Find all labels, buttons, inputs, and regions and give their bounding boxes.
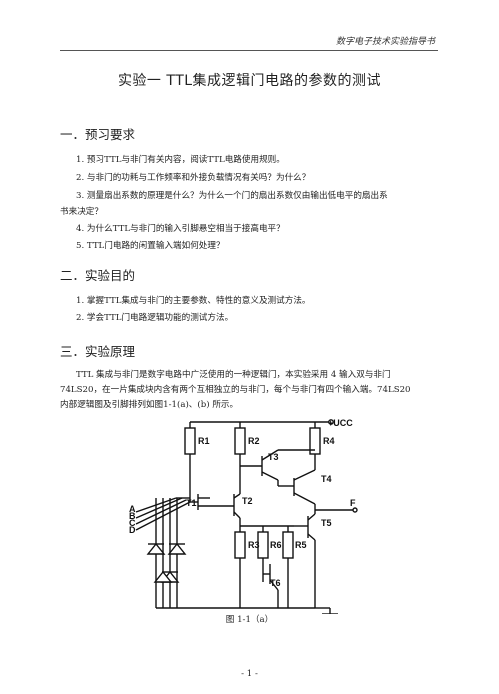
label-r3: R3 bbox=[248, 540, 260, 550]
header-rule bbox=[60, 50, 438, 51]
label-t6: T6 bbox=[270, 578, 281, 588]
label-t5: T5 bbox=[321, 518, 332, 528]
body-paragraph: TTL 集成与非门是数字电路中广泛使用的一种逻辑门，本实验采用 4 输入双与非门… bbox=[60, 368, 440, 413]
label-t4: T4 bbox=[321, 474, 332, 484]
label-r6: R6 bbox=[270, 540, 282, 550]
label-r4: R4 bbox=[323, 436, 335, 446]
section-heading-preview: 一．预习要求 bbox=[60, 127, 136, 142]
label-vcc: +UCC bbox=[328, 418, 353, 428]
label-t1: T1 bbox=[186, 498, 197, 508]
list-item: 2. 学会TTL门电路逻辑功能的测试方法。 bbox=[76, 313, 234, 323]
list-item: 1. 掌握TTL集成与非门的主要参数、特性的意义及测试方法。 bbox=[76, 296, 311, 306]
list-item: 书来决定？ bbox=[60, 207, 103, 217]
label-b: B bbox=[129, 511, 136, 521]
label-c: C bbox=[129, 518, 136, 528]
figure-caption: 图 1-1（a） bbox=[225, 615, 274, 625]
list-item: 3. 测量扇出系数的原理是什么？为什么一个门的扇出系数仅由输出低电平的扇出系 bbox=[76, 191, 388, 201]
label-f: F bbox=[350, 498, 356, 508]
page-title: 实验一 TTL集成逻辑门电路的参数的测试 bbox=[117, 73, 382, 89]
page-number: - 1 - bbox=[241, 669, 258, 679]
paragraph-line: 74LS20，在一片集成块内含有两个互相独立的与非门，每个与非门有四个输入端。7… bbox=[60, 385, 411, 395]
label-r2: R2 bbox=[248, 436, 260, 446]
list-item: 1. 预习TTL与非门有关内容，阅读TTL电路使用规则。 bbox=[76, 155, 285, 165]
ttl-nand-circuit-diagram: R1 R2 R4 +UCC T3 T4 T1 T2 F T5 A B C D R… bbox=[129, 418, 358, 614]
paragraph-line: 内部逻辑图及引脚排列如图1-1(a)、(b) 所示。 bbox=[60, 400, 239, 410]
list-item: 4. 为什么TTL与非门的输入引脚悬空相当于接高电平？ bbox=[76, 224, 285, 234]
label-t3: T3 bbox=[268, 452, 279, 462]
section-heading-principle: 三．实验原理 bbox=[60, 344, 136, 359]
label-d: D bbox=[129, 525, 136, 535]
running-header: 数字电子技术实验指导书 bbox=[335, 37, 435, 47]
list-item: 2. 与非门的功耗与工作频率和外接负载情况有关吗？为什么？ bbox=[76, 173, 311, 183]
label-t2: T2 bbox=[242, 496, 253, 506]
paragraph-line: TTL 集成与非门是数字电路中广泛使用的一种逻辑门，本实验采用 4 输入双与非门 bbox=[76, 370, 391, 380]
label-r1: R1 bbox=[198, 436, 210, 446]
section-heading-purpose: 二．实验目的 bbox=[60, 268, 136, 283]
list-item: 5. TTL门电路的闲置输入端如何处理？ bbox=[76, 241, 225, 251]
label-r5: R5 bbox=[295, 540, 307, 550]
label-a: A bbox=[129, 504, 136, 514]
